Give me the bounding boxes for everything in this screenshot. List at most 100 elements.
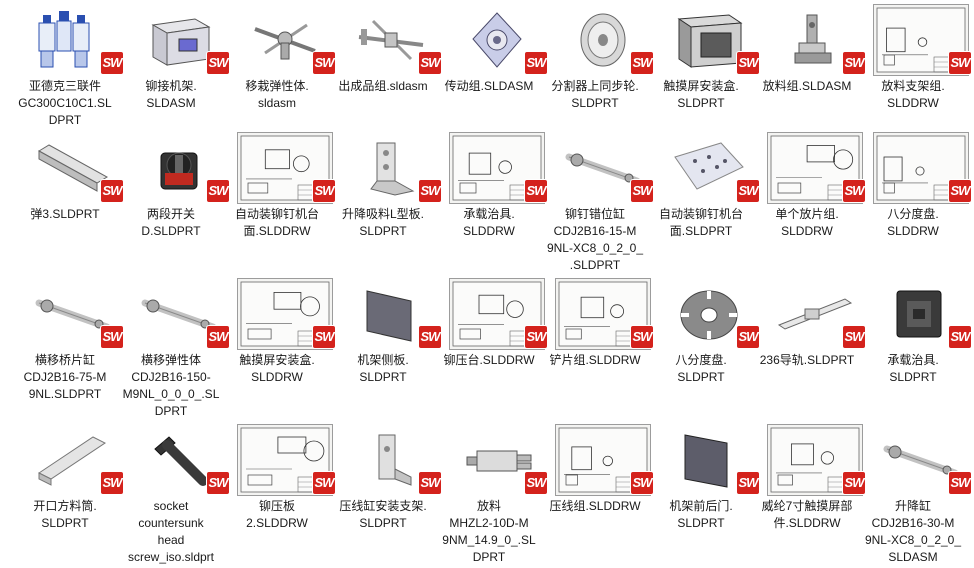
file-name-line: sldasm — [257, 96, 296, 110]
file-name-label: 放料支架组.SLDDRW — [860, 78, 966, 112]
solidworks-badge-text: SW — [208, 475, 229, 490]
solidworks-badge-icon: SW — [101, 472, 123, 494]
solidworks-badge-text: SW — [950, 55, 971, 70]
file-item[interactable]: SW 铆压台.SLDDRW — [436, 276, 547, 422]
file-name-line: SLDPRT — [677, 96, 725, 110]
door-panel-icon — [661, 424, 757, 496]
file-item[interactable]: SW 放料支架组.SLDDRW — [860, 2, 971, 148]
file-name-label: 铆压台.SLDDRW — [436, 352, 542, 369]
file-name-line: 铆压台.SLDDRW — [443, 353, 535, 367]
solidworks-badge-icon: SW — [101, 180, 123, 202]
file-name-label: 八分度盘.SLDDRW — [860, 206, 966, 240]
file-name-line: 八分度盘. — [887, 207, 939, 221]
output-arm-icon — [343, 4, 439, 76]
file-name-line: 触摸屏安装盒. — [239, 353, 315, 367]
file-name-label: 升降吸料L型板.SLDPRT — [330, 206, 436, 240]
file-item[interactable]: SW 升降吸料L型板.SLDPRT — [330, 130, 441, 276]
file-name-label: 236导轨.SLDPRT — [754, 352, 860, 369]
drawing-sheet-icon — [555, 424, 651, 496]
solidworks-badge-icon: SW — [207, 180, 229, 202]
solidworks-badge-text: SW — [738, 475, 759, 490]
file-name-line: socket — [153, 499, 189, 513]
file-name-line: SLDPRT — [359, 224, 407, 238]
file-name-line: SLDDRW — [781, 224, 833, 238]
file-name-label: 机架侧板.SLDPRT — [330, 352, 436, 386]
index-disc-icon — [661, 278, 757, 350]
file-name-line: .SLDPRT — [569, 258, 621, 272]
file-item[interactable]: SW 压线缸安装支架. SLDPRT — [330, 422, 441, 568]
file-name-line: SLDPRT — [571, 96, 619, 110]
solidworks-badge-icon: SW — [419, 472, 441, 494]
file-name-line: 9NL-XC8_0_2_0_ — [546, 241, 644, 255]
file-name-label: 铆接机架.SLDASM — [118, 78, 224, 112]
file-name-line: 传动组.SLDASM — [444, 79, 534, 93]
file-name-line: M9NL_0_0_0_.SL — [122, 387, 220, 401]
file-name-line: 铆钉错位缸 — [564, 207, 625, 221]
frame-box-icon — [131, 4, 227, 76]
cylinder-icon — [555, 132, 651, 204]
solidworks-badge-icon: SW — [525, 326, 547, 348]
file-name-line: CDJ2B16-30-M — [871, 516, 955, 530]
file-name-line: 弹3.SLDPRT — [30, 207, 100, 221]
file-name-label: 承载治具.SLDPRT — [860, 352, 966, 386]
solidworks-badge-text: SW — [738, 329, 759, 344]
file-name-line: 件.SLDDRW — [773, 516, 841, 530]
solidworks-badge-text: SW — [632, 55, 653, 70]
file-name-line: 压线缸安装支架. — [339, 499, 427, 513]
gripper-icon — [449, 424, 545, 496]
file-name-line: DPRT — [154, 404, 188, 418]
solidworks-badge-icon: SW — [525, 180, 547, 202]
file-name-line: 升降缸 — [894, 499, 931, 513]
solidworks-badge-icon: SW — [419, 180, 441, 202]
file-name-line: SLDPRT — [359, 516, 407, 530]
guide-rail-icon — [767, 278, 863, 350]
solidworks-badge-text: SW — [314, 183, 335, 198]
panel-icon — [343, 278, 439, 350]
solidworks-badge-text: SW — [526, 329, 547, 344]
solidworks-badge-icon: SW — [419, 326, 441, 348]
file-name-label: 威纶7寸触摸屏部件.SLDDRW — [754, 498, 860, 532]
file-item[interactable]: SW 机架侧板.SLDPRT — [330, 276, 441, 422]
solidworks-badge-text: SW — [208, 183, 229, 198]
solidworks-badge-icon: SW — [207, 326, 229, 348]
solidworks-badge-icon: SW — [737, 52, 759, 74]
file-name-label: 弹3.SLDPRT — [12, 206, 118, 223]
file-name-line: SLDPRT — [41, 516, 89, 530]
solidworks-badge-icon: SW — [737, 180, 759, 202]
